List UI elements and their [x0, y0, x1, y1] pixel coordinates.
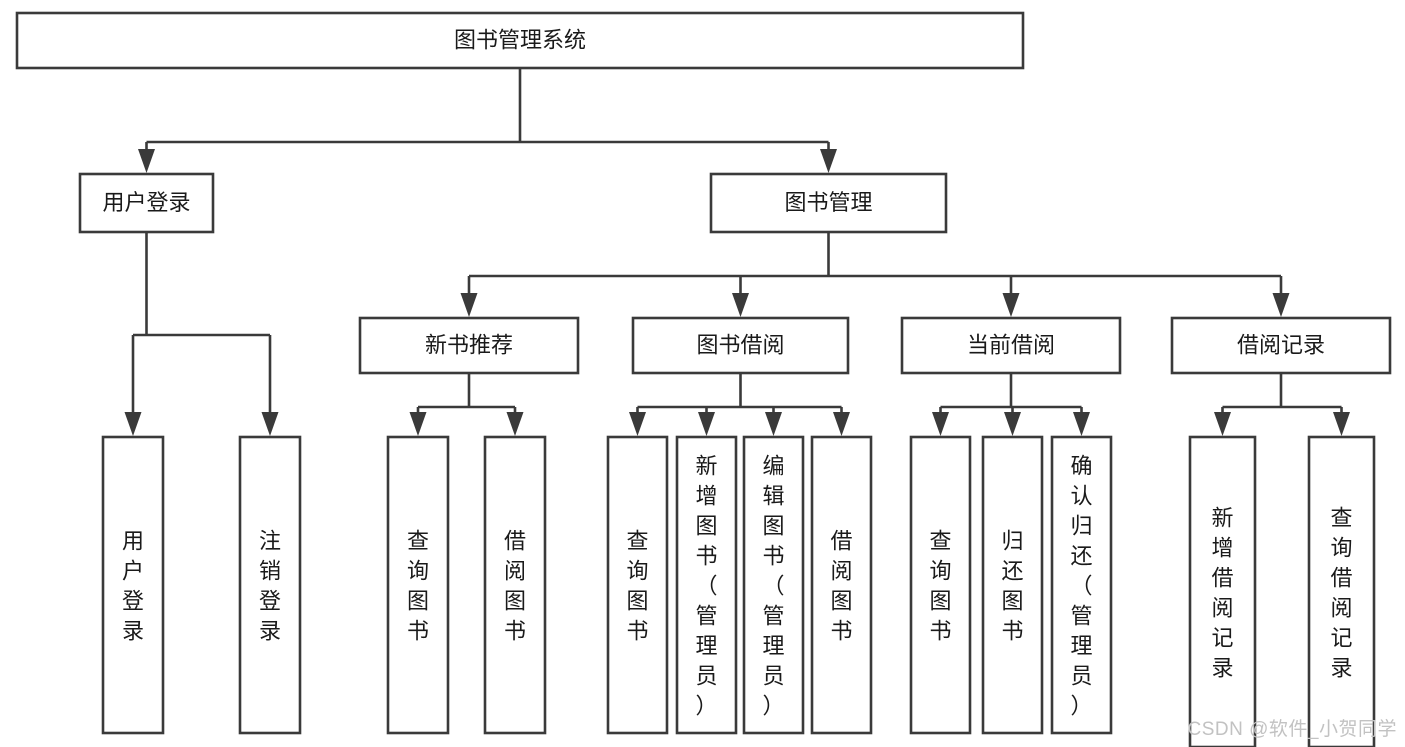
node-leaf-user-login[interactable]: 用户登录 [101, 435, 165, 735]
node-label: 用户登录 [122, 528, 144, 643]
arrow-head-icon [261, 412, 279, 436]
connector-layer [124, 68, 1350, 436]
node-box[interactable] [606, 435, 669, 735]
arrow-head-icon [460, 293, 478, 317]
node-label: 用户登录 [102, 190, 190, 215]
connector-group-book-manage [460, 232, 1290, 317]
node-label: 图书借阅 [696, 332, 784, 357]
node-box[interactable] [15, 11, 1025, 70]
node-box[interactable] [981, 435, 1044, 735]
node-leaf-borrow-book[interactable]: 借阅图书 [810, 435, 873, 735]
arrow-head-icon [1002, 293, 1020, 317]
node-book-manage[interactable]: 图书管理 [709, 172, 948, 234]
node-leaf-logout[interactable]: 注销登录 [238, 435, 302, 735]
connector-group-root [138, 68, 837, 173]
node-new-book-recommend[interactable]: 新书推荐 [358, 316, 580, 375]
node-box[interactable] [709, 172, 948, 234]
node-label: 查询图书 [626, 528, 648, 643]
node-label: 新增借阅记录 [1211, 505, 1233, 680]
arrow-head-icon [138, 149, 155, 173]
node-box[interactable] [1307, 435, 1376, 747]
csdn-watermark: CSDN @软件_小贺同学 [1187, 719, 1397, 740]
arrow-head-icon [732, 293, 749, 317]
node-label: 确认归还（管理员） [1070, 453, 1092, 718]
arrow-head-icon [820, 149, 837, 173]
arrow-head-icon [932, 412, 949, 436]
node-current-borrow[interactable]: 当前借阅 [900, 316, 1122, 375]
node-label: 新增图书（管理员） [695, 453, 717, 718]
node-label: 借阅图书 [504, 528, 526, 643]
node-borrow-record[interactable]: 借阅记录 [1170, 316, 1392, 375]
node-box[interactable] [631, 316, 850, 375]
node-label: 当前借阅 [967, 332, 1055, 357]
arrow-head-icon [765, 412, 782, 436]
node-label: 借阅记录 [1237, 332, 1325, 357]
node-box[interactable] [1170, 316, 1392, 375]
node-user-login[interactable]: 用户登录 [78, 172, 215, 234]
arrow-head-icon [629, 412, 646, 436]
node-box[interactable] [742, 435, 805, 735]
arrow-head-icon [409, 412, 427, 436]
node-label: 借阅图书 [830, 528, 852, 643]
connector-group-new-book-recommend [409, 373, 524, 436]
node-box[interactable] [101, 435, 165, 735]
node-box[interactable] [810, 435, 873, 735]
connector-group-current-borrow [932, 373, 1090, 436]
node-label: 编辑图书（管理员） [762, 453, 784, 718]
arrow-head-icon [833, 412, 850, 436]
arrow-head-icon [698, 412, 715, 436]
node-leaf-return-book[interactable]: 归还图书 [981, 435, 1044, 735]
node-box[interactable] [909, 435, 972, 735]
node-leaf-query-book-borrow[interactable]: 查询图书 [606, 435, 669, 735]
arrow-head-icon [1073, 412, 1090, 436]
arrow-head-icon [1004, 412, 1021, 436]
node-box[interactable] [483, 435, 547, 735]
connector-group-user-login [124, 232, 279, 436]
connector-group-borrow-record [1214, 373, 1350, 436]
arrow-head-icon [1272, 293, 1290, 317]
node-leaf-query-record[interactable]: 查询借阅记录 [1307, 435, 1376, 747]
node-leaf-add-book[interactable]: 新增图书（管理员） [675, 435, 738, 735]
node-label: 图书管理 [784, 190, 872, 215]
node-label: 查询图书 [929, 528, 951, 643]
node-box[interactable] [386, 435, 450, 735]
node-book-borrow[interactable]: 图书借阅 [631, 316, 850, 375]
node-leaf-add-record[interactable]: 新增借阅记录 [1188, 435, 1257, 747]
node-box[interactable] [1050, 435, 1113, 735]
node-leaf-query-book-rec[interactable]: 查询图书 [386, 435, 450, 735]
node-leaf-confirm-return[interactable]: 确认归还（管理员） [1050, 435, 1113, 735]
node-box[interactable] [675, 435, 738, 735]
node-box[interactable] [358, 316, 580, 375]
node-label: 新书推荐 [425, 332, 513, 357]
node-layer: 图书管理系统用户登录图书管理新书推荐图书借阅当前借阅借阅记录用户登录注销登录查询… [15, 11, 1392, 747]
connector-group-book-borrow [629, 373, 850, 436]
arrow-head-icon [124, 412, 142, 436]
arrow-head-icon [1333, 412, 1350, 436]
node-leaf-borrow-book-rec[interactable]: 借阅图书 [483, 435, 547, 735]
node-label: 查询借阅记录 [1330, 505, 1352, 680]
node-leaf-query-book-cur[interactable]: 查询图书 [909, 435, 972, 735]
node-label: 图书管理系统 [454, 27, 586, 52]
arrow-head-icon [1214, 412, 1231, 436]
node-box[interactable] [78, 172, 215, 234]
node-label: 查询图书 [407, 528, 429, 643]
node-box[interactable] [238, 435, 302, 735]
node-label: 归还图书 [1001, 528, 1023, 643]
node-leaf-edit-book[interactable]: 编辑图书（管理员） [742, 435, 805, 735]
node-label: 注销登录 [259, 528, 281, 643]
node-root[interactable]: 图书管理系统 [15, 11, 1025, 70]
node-box[interactable] [1188, 435, 1257, 747]
arrow-head-icon [506, 412, 524, 436]
node-box[interactable] [900, 316, 1122, 375]
